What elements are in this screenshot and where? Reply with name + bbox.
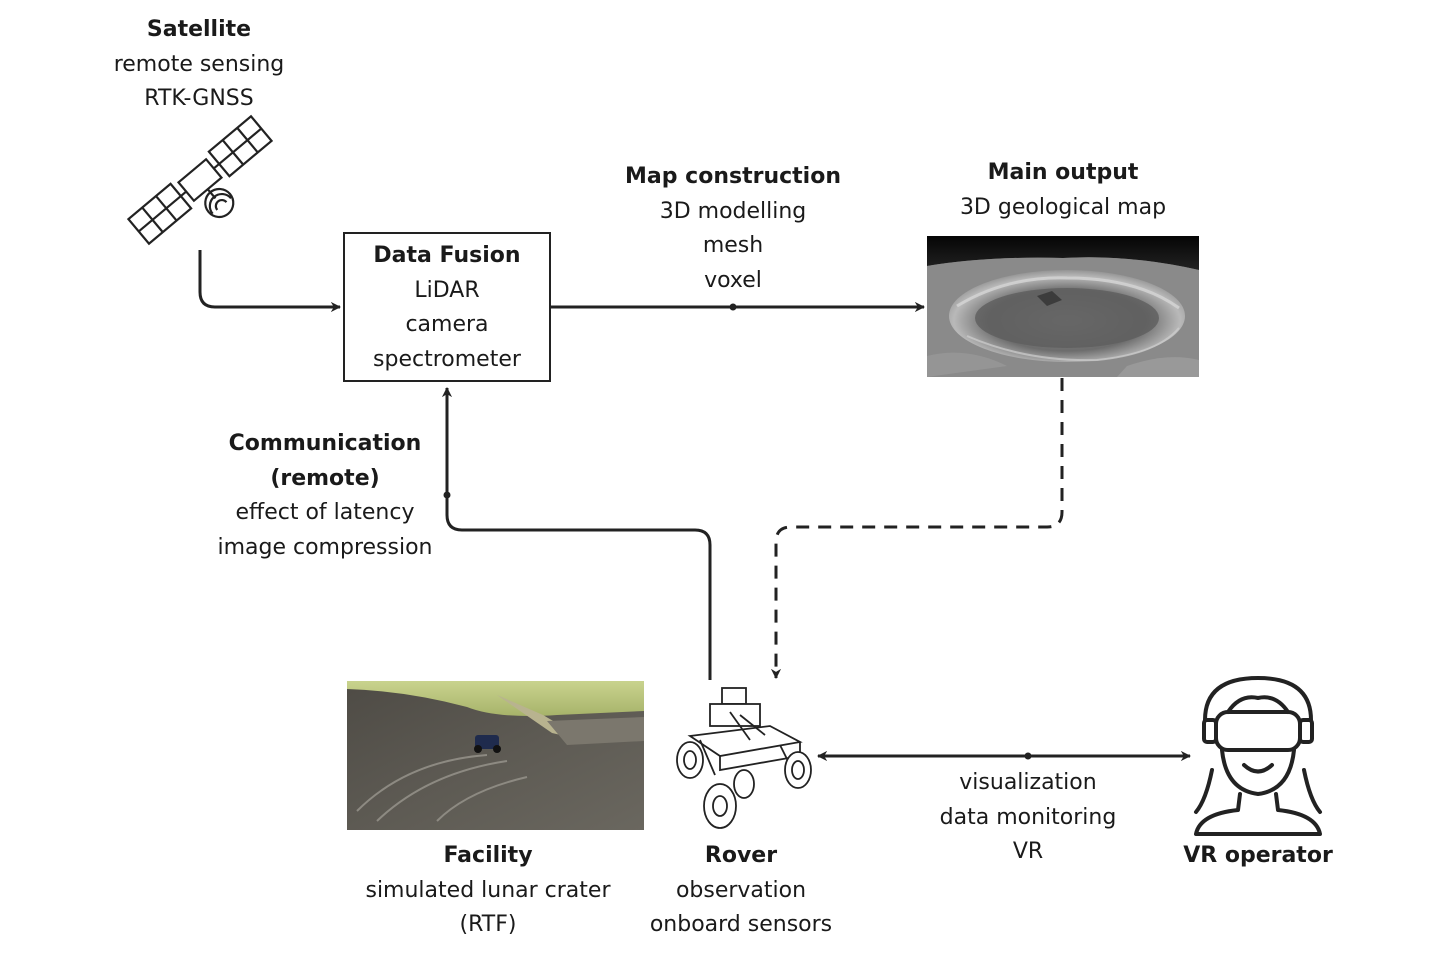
main-output-line-1: 3D geological map bbox=[959, 194, 1167, 220]
data-fusion-line-1: LiDAR bbox=[414, 277, 480, 303]
communication-label: Communication (remote) effect of latency… bbox=[175, 427, 475, 565]
satellite-line-2: RTK-GNSS bbox=[144, 86, 254, 111]
communication-connector-dot bbox=[443, 491, 451, 499]
communication-line-1: effect of latency bbox=[235, 500, 415, 525]
vr-link-connector-dot bbox=[1024, 752, 1032, 760]
data-fusion-line-2: camera bbox=[405, 312, 489, 337]
vr-headset-person-icon bbox=[1194, 676, 1322, 836]
vr-link-line-3: VR bbox=[1012, 839, 1044, 864]
data-fusion-label: Data Fusion LiDAR camera spectrometer bbox=[344, 239, 550, 377]
satellite-to-fusion-arrow bbox=[198, 250, 342, 313]
data-fusion-line-3: spectrometer bbox=[373, 346, 521, 372]
rover-to-fusion-arrow bbox=[441, 386, 712, 680]
facility-photo bbox=[347, 681, 644, 830]
facility-line-1: simulated lunar crater bbox=[365, 877, 611, 903]
data-fusion-box bbox=[343, 232, 551, 382]
vr-link-line-2: data monitoring bbox=[939, 804, 1117, 830]
geological-map-image bbox=[927, 236, 1199, 377]
satellite-title: Satellite bbox=[146, 17, 252, 42]
map-construction-line-3: voxel bbox=[704, 267, 762, 293]
map-construction-connector-dot bbox=[729, 303, 737, 311]
communication-line-2: image compression bbox=[217, 534, 433, 560]
rover-icon bbox=[676, 687, 812, 829]
main-output-title: Main output bbox=[987, 160, 1139, 185]
satellite-line-1: remote sensing bbox=[113, 51, 285, 77]
map-construction-label: Map construction 3D modelling mesh voxel bbox=[583, 160, 883, 298]
main-output-label: Main output 3D geological map bbox=[913, 156, 1213, 225]
communication-title-2: (remote) bbox=[270, 465, 380, 491]
map-construction-line-1: 3D modelling bbox=[659, 198, 807, 224]
map-construction-line-2: mesh bbox=[702, 233, 764, 258]
vr-link-line-1: visualization bbox=[959, 770, 1097, 795]
vr-link-label: visualization data monitoring VR bbox=[898, 766, 1158, 870]
map-construction-title: Map construction bbox=[625, 164, 841, 189]
rover-line-2: onboard sensors bbox=[649, 912, 833, 937]
communication-title-1: Communication bbox=[228, 431, 422, 456]
vr-operator-title: VR operator bbox=[1183, 843, 1333, 868]
facility-line-2: (RTF) bbox=[459, 912, 517, 937]
map-to-rover-dashed-arrow bbox=[770, 378, 1064, 680]
facility-label: Facility simulated lunar crater (RTF) bbox=[338, 839, 638, 943]
facility-title: Facility bbox=[443, 843, 533, 868]
data-fusion-title: Data Fusion bbox=[373, 243, 521, 268]
vr-operator-label: VR operator bbox=[1148, 839, 1368, 874]
rover-label: Rover observation onboard sensors bbox=[611, 839, 871, 943]
satellite-icon bbox=[126, 114, 274, 246]
rover-line-1: observation bbox=[675, 877, 807, 903]
rover-title: Rover bbox=[704, 843, 778, 868]
satellite-label: Satellite remote sensing RTK-GNSS bbox=[60, 13, 338, 117]
